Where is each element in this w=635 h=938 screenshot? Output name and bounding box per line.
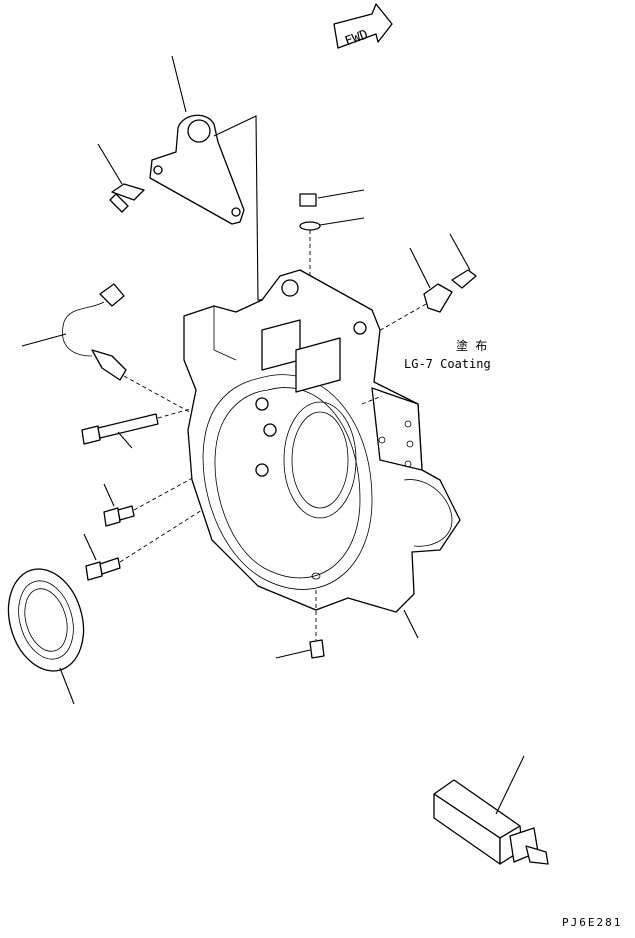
bottom-plug [275, 572, 325, 659]
long-bolt [81, 395, 237, 449]
engine-bracket [149, 55, 283, 301]
coating-label: LG-7 Coating [404, 357, 491, 371]
figure-code: PJ6E281 [562, 916, 622, 929]
bracket-bolt [97, 143, 145, 213]
coating-note: 塗 布 LG-7 Coating [404, 338, 491, 371]
sensor-harness [21, 283, 205, 421]
coating-japanese: 塗 布 [456, 338, 487, 353]
flywheel-housing [183, 269, 461, 639]
fitting [369, 233, 477, 337]
oil-seal [7, 568, 85, 705]
fwd-arrow: FWD [333, 3, 393, 50]
installer-tool [433, 755, 549, 865]
